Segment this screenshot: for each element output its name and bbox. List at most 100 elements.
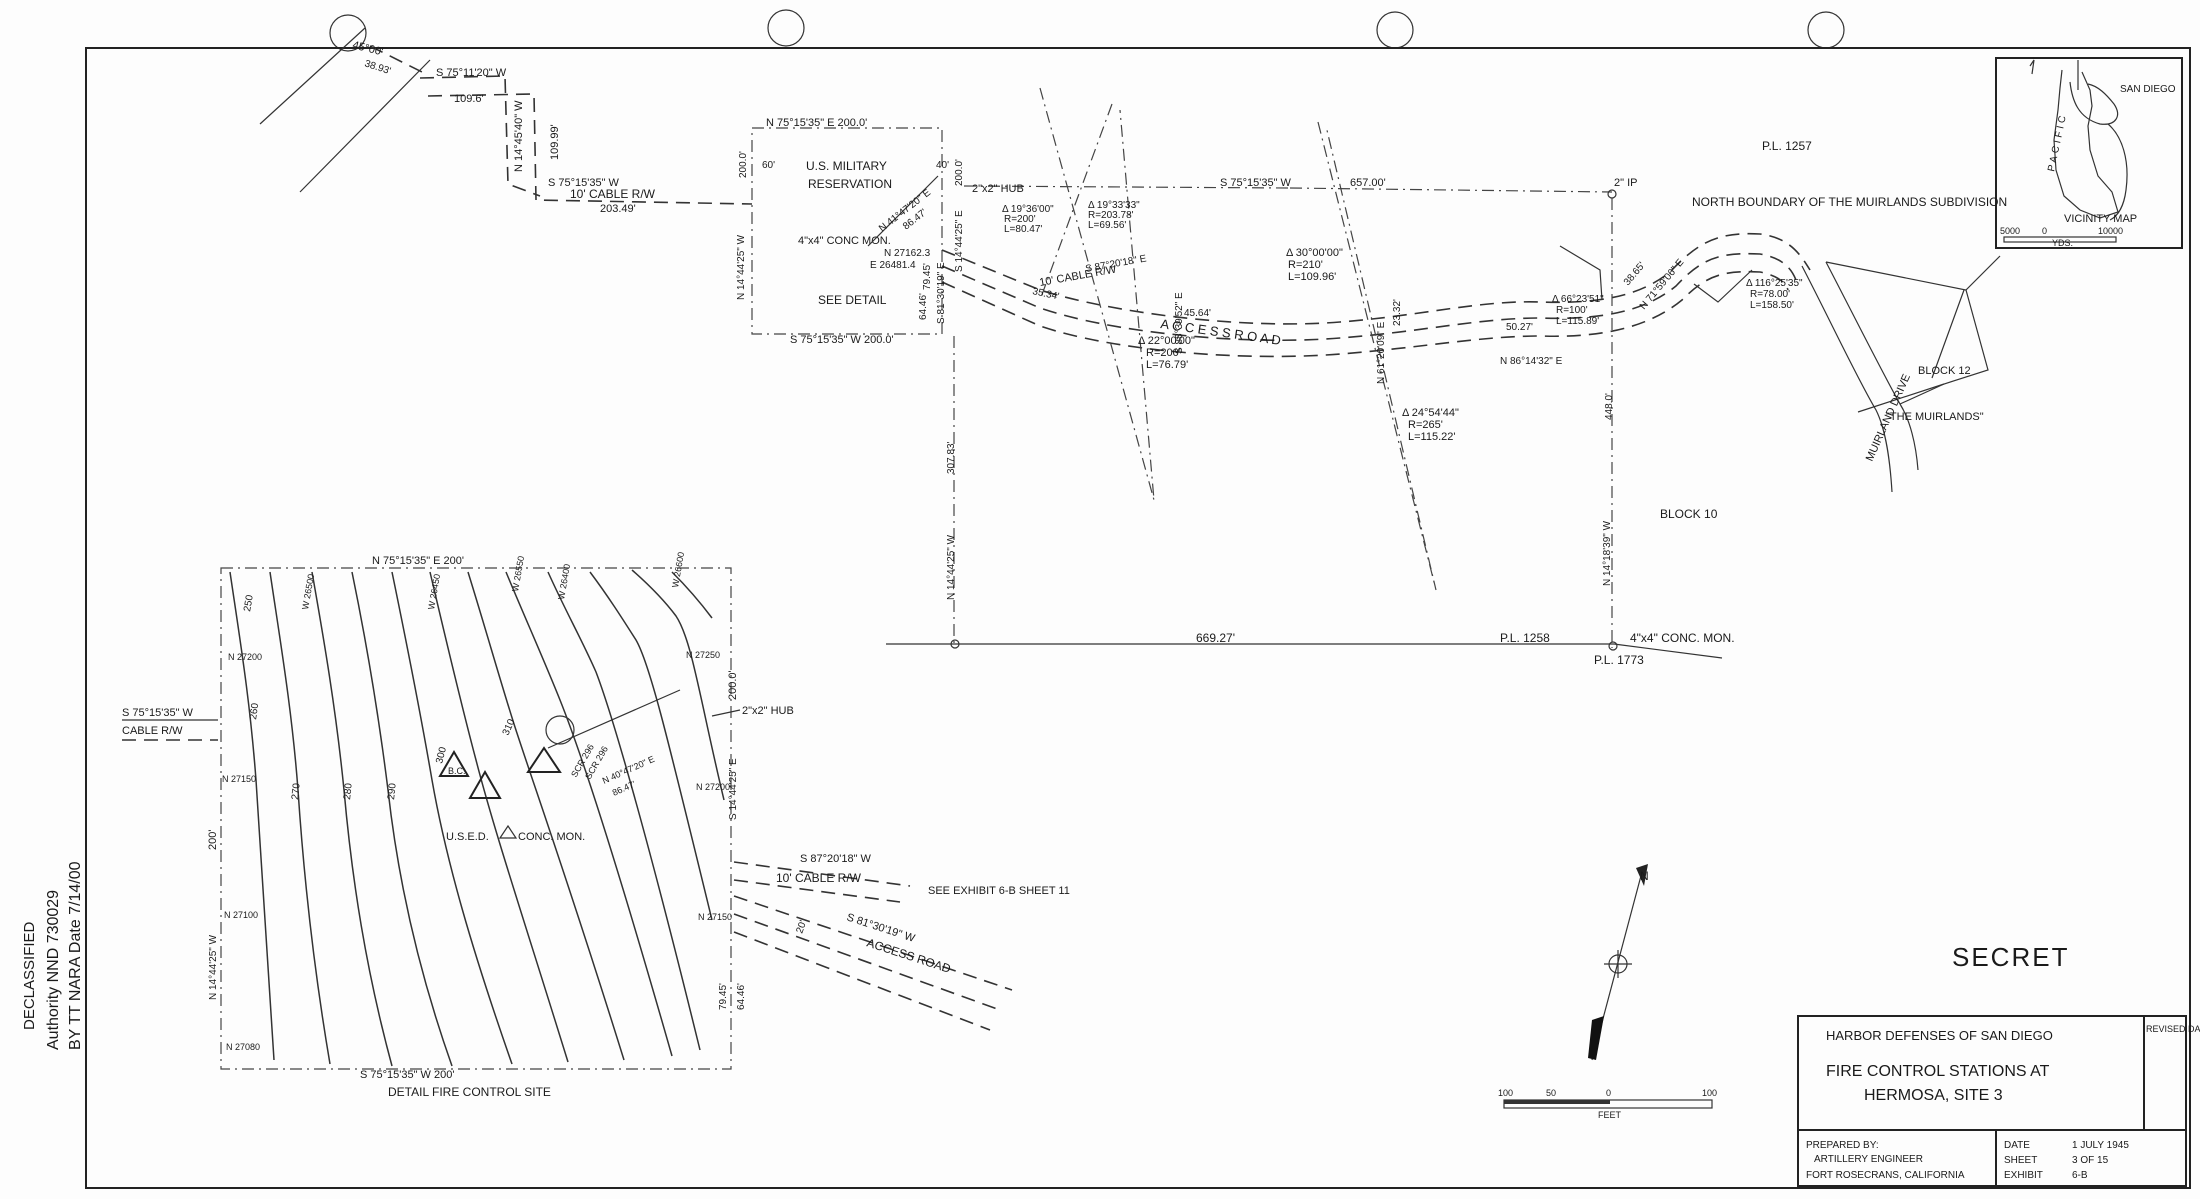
curve3-delta: Δ 30°00'00" <box>1286 247 1343 259</box>
res-left-dist: 200.0' <box>738 151 749 178</box>
north-arrow-icon: N <box>1588 864 1649 1061</box>
grid-w-26550: W 26550 <box>510 555 526 592</box>
dist-30783: 307.83' <box>946 441 957 474</box>
bearing-b: N 14°45'40" W <box>513 100 525 172</box>
contour-270: 270 <box>290 782 303 800</box>
sheet-value: 3 OF 15 <box>2072 1155 2109 1166</box>
curve7-r: R=78.00' <box>1750 289 1790 300</box>
grid-n-27100-left: N 27100 <box>224 910 258 920</box>
grid-n-27200-left: N 27200 <box>228 652 262 662</box>
detail-right-dist: 200.0' <box>727 670 739 700</box>
vicinity-map-title: VICINITY MAP <box>2064 213 2137 225</box>
res-title-2: RESERVATION <box>808 177 892 191</box>
scale-unit: FEET <box>1598 1110 1622 1120</box>
declass-line-1: DECLASSIFIED <box>21 921 38 1030</box>
detail-left-dist: 200' <box>207 830 219 850</box>
detail-fire-control-site: N 75°15'35" E 200' S 75°15'35" W 200' DE… <box>122 551 1070 1099</box>
bearing-a: S 75°11'20" W <box>436 67 507 79</box>
seg-b61: N 61°20'09" E <box>1376 321 1387 384</box>
curve-labels: Δ 19°36'00" R=200' L=80.47' Δ 19°33'33" … <box>1002 200 1803 443</box>
bearing-c: S 75°15'35" W <box>548 177 620 189</box>
curve7-delta: Δ 116°25'35" <box>1746 278 1803 289</box>
north-dist: 657.00' <box>1350 177 1386 189</box>
top-angle-label: 45°00' <box>351 39 384 58</box>
curve4-delta: Δ 22°00'00" <box>1138 335 1195 347</box>
sheet-border <box>85 47 2191 1189</box>
title-block: HARBOR DEFENSES OF SAN DIEGO REVISED DAT… <box>1797 1015 2200 1187</box>
dist-b: 109.99' <box>549 124 561 160</box>
detail-64-label: 64.46' <box>736 983 747 1010</box>
dist-448: 448.0' <box>1604 393 1615 420</box>
secret-mark: SECRET <box>1952 942 2069 972</box>
date-label: DATE <box>2004 1140 2030 1151</box>
grid-n-27080-left: N 27080 <box>226 1042 260 1052</box>
detail-bottom-bearing: S 75°15'35" W 200' <box>360 1069 454 1081</box>
detail-out-bearing: S 87°20'18" W <box>800 853 872 865</box>
detail-in-bearing: S 75°15'35" W <box>122 707 194 719</box>
ip-label: 2" IP <box>1614 177 1637 189</box>
title-line-2: HERMOSA, SITE 3 <box>1864 1087 2003 1104</box>
vicinity-scale-right: 10000 <box>2098 226 2123 236</box>
curve6-l: L=115.89' <box>1556 316 1599 327</box>
detail-out-cable: 10' CABLE R/W <box>776 871 862 885</box>
top-dist-label: 38.93' <box>363 58 392 77</box>
south-monument: 4"x4" CONC. MON. <box>1630 631 1735 645</box>
curve3-r: R=210' <box>1288 259 1323 271</box>
grid-e-27250: N 27250 <box>686 650 720 660</box>
res-monument: 4"x4" CONC MON. <box>798 235 891 247</box>
north-bearing: S 75°15'35" W <box>1220 177 1292 189</box>
seg-79: 79.45' <box>922 263 933 290</box>
curve1-r: R=200' <box>1004 214 1036 225</box>
property-lines: 2"x2" HUB S 75°15'35" W 657.00' 2" IP P.… <box>886 139 2007 667</box>
cable-row-top: 45°00' 38.93' S 75°11'20" W 109.6' N 14°… <box>259 27 753 215</box>
res-bottom-bearing: S 75°15'35" W 200.0' <box>790 334 894 346</box>
curve6-delta: Δ 66°23'51" <box>1552 294 1604 305</box>
curve4-r: R=200' <box>1146 347 1181 359</box>
prepared-by-line-1: ARTILLERY ENGINEER <box>1814 1154 1923 1165</box>
prepared-by-label: PREPARED BY: <box>1806 1140 1879 1151</box>
declass-line-2: Authority NND 730029 <box>45 890 62 1050</box>
sheet-label: SHEET <box>2004 1155 2037 1166</box>
scale-bar: 100 50 0 100 FEET <box>1498 1088 1717 1120</box>
vicinity-san-diego-label: SAN DIEGO <box>2120 84 2176 95</box>
see-exhibit-label: SEE EXHIBIT 6-B SHEET 11 <box>928 885 1070 897</box>
bearing-left: N 14°44'25" W <box>946 534 957 600</box>
scale-50: 50 <box>1546 1088 1556 1098</box>
res-top-bearing: N 75°15'35" E 200.0' <box>766 117 867 129</box>
contour-290: 290 <box>386 782 399 800</box>
scale-0: 0 <box>1606 1088 1611 1098</box>
exhibit-label: EXHIBIT <box>2004 1170 2043 1181</box>
seg-4564: 45.64' <box>1184 308 1211 319</box>
curve3-l: L=109.96' <box>1288 271 1336 283</box>
grid-w-26400: W 26400 <box>556 563 572 600</box>
conc-mon-label: CONC. MON. <box>518 831 585 843</box>
bc-label: B.C. <box>448 766 466 776</box>
grid-w-26500: W 26500 <box>300 573 316 610</box>
scale-100-right: 100 <box>1702 1088 1717 1098</box>
declass-stamp: DECLASSIFIED Authority NND 730029 BY TT … <box>21 861 84 1050</box>
block-12-label: BLOCK 12 <box>1918 365 1971 377</box>
contour-260: 260 <box>248 702 261 720</box>
grid-w-26600: W 26600 <box>670 551 686 588</box>
res-60-label: 60' <box>762 160 775 171</box>
seg-3534: 35.34' <box>1031 286 1060 302</box>
detail-20-label: 20' <box>794 919 809 935</box>
vicinity-pacific-label: PACIFIC <box>2046 112 2069 173</box>
punch-holes <box>329 9 1845 52</box>
curve2-delta: Δ 19°33'33" <box>1088 200 1140 211</box>
detail-hub-label: 2"x2" HUB <box>742 705 794 717</box>
pl-1258: P.L. 1258 <box>1500 631 1550 645</box>
res-monument-n: N 27162.3 <box>884 248 931 259</box>
dist-a: 109.6' <box>454 93 484 105</box>
contour-300: 300 <box>434 745 449 764</box>
north-hub-label: 2"x2" HUB <box>972 183 1024 195</box>
north-boundary-label: NORTH BOUNDARY OF THE MUIRLANDS SUBDIVIS… <box>1692 195 2007 209</box>
detail-top-bearing: N 75°15'35" E 200' <box>372 555 464 567</box>
grid-e-27150: N 27150 <box>698 912 732 922</box>
title-org: HARBOR DEFENSES OF SAN DIEGO <box>1826 1028 2053 1043</box>
south-dist: 669.27' <box>1196 631 1235 645</box>
curve7-l: L=158.50' <box>1750 300 1794 311</box>
seg-b71: N 71°59'06" E <box>1638 257 1687 312</box>
seg-5027: 50.27' <box>1506 322 1533 333</box>
